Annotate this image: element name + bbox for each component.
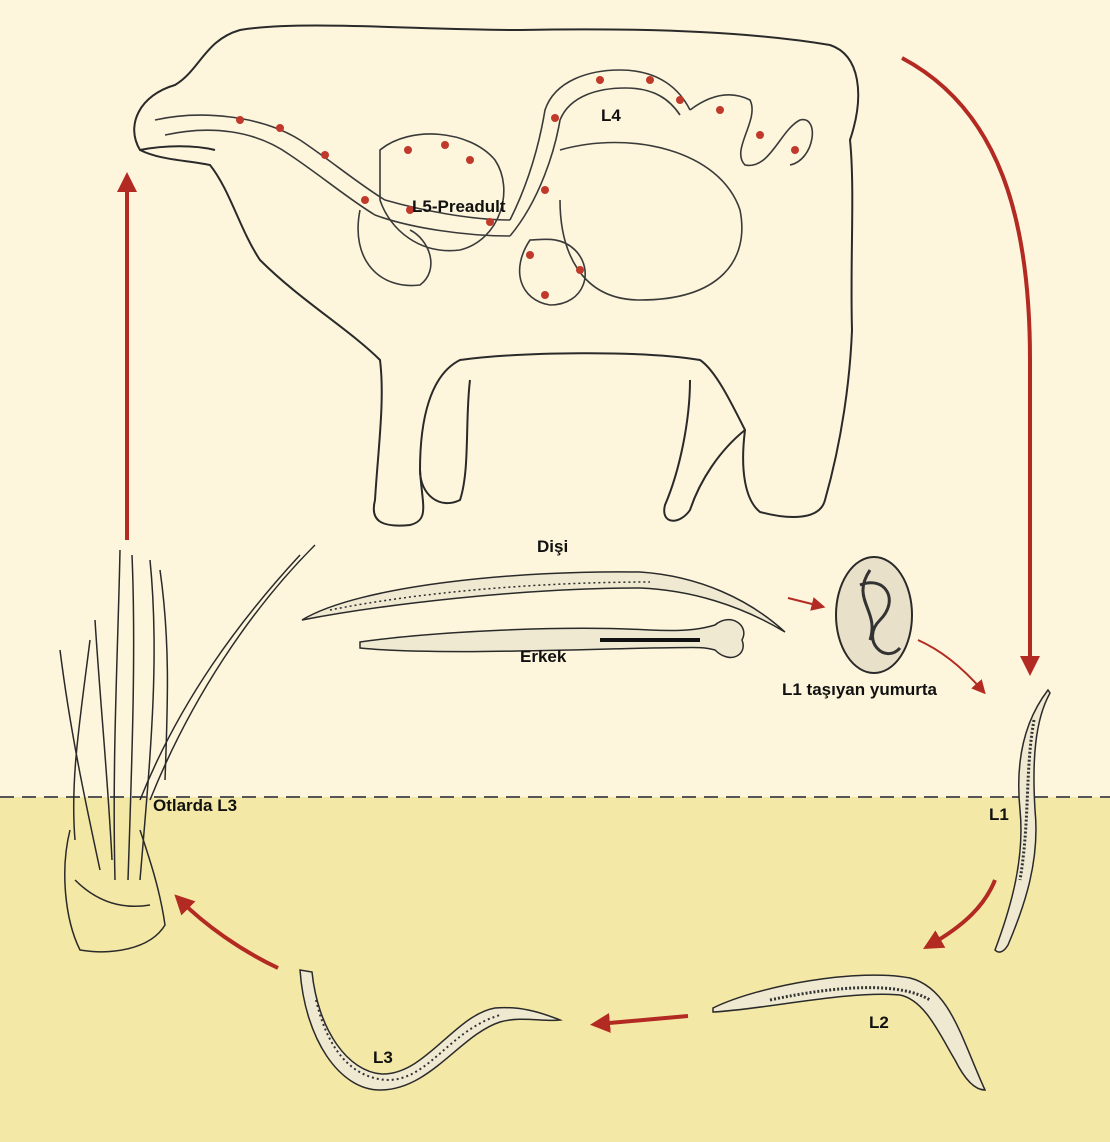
label-egg: L1 taşıyan yumurta	[782, 681, 937, 698]
label-l2: L2	[869, 1014, 889, 1031]
label-male: Erkek	[520, 648, 566, 665]
label-l5-preadult: L5-Preadult	[412, 198, 506, 215]
label-l3: L3	[373, 1049, 393, 1066]
soil-background	[0, 797, 1110, 1142]
label-grass-l3: Otlarda L3	[153, 797, 237, 814]
label-l4: L4	[601, 107, 621, 124]
label-l1: L1	[989, 806, 1009, 823]
egg-illustration	[836, 557, 912, 673]
label-female: Dişi	[537, 538, 568, 555]
